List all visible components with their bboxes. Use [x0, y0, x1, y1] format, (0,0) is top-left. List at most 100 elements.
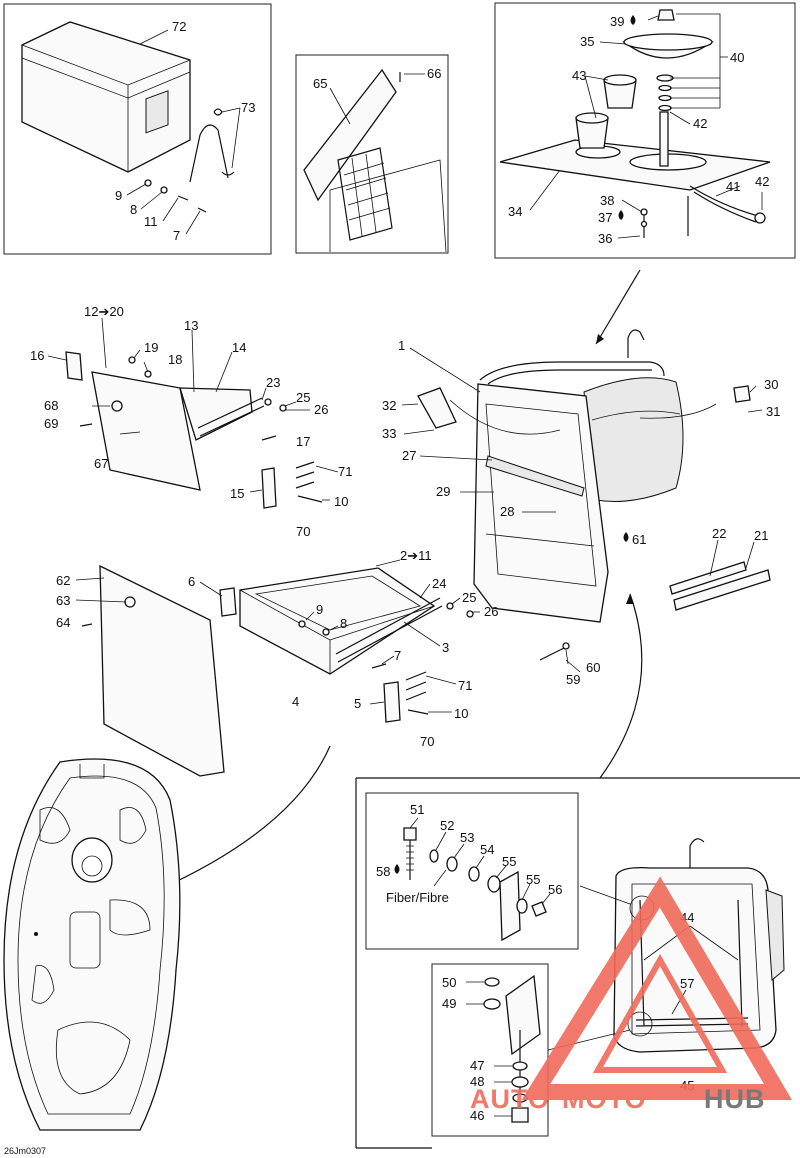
callout-66: 66	[427, 66, 441, 81]
callout-58: 58	[376, 864, 390, 879]
callout-25: 25	[462, 590, 476, 605]
callout-6: 6	[188, 574, 195, 589]
callout-42: 42	[755, 174, 769, 189]
callout-27: 27	[402, 448, 416, 463]
watermark-triangle-icon	[521, 876, 793, 1100]
callout-8: 8	[340, 616, 347, 631]
callout-9: 9	[316, 602, 323, 617]
watermark-text-auto: AUTO	[470, 1084, 550, 1114]
callout-56: 56	[548, 882, 562, 897]
callout-51: 51	[410, 802, 424, 817]
callout-54: 54	[480, 842, 494, 857]
callout-10: 10	[334, 494, 348, 509]
callout-2-11: 2➔11	[400, 548, 432, 563]
callout-62: 62	[56, 573, 70, 588]
detail-fasteners-fiber: 51 52 53 54 55 55 56 58 Fiber/Fibre	[365, 792, 579, 950]
fuel-drop-icon	[394, 864, 400, 874]
cabinet-assembly: 1 32 33 27 29 28 30 31 61 22 21 60 59	[382, 329, 780, 687]
callout-7: 7	[394, 648, 401, 663]
callout-67: 67	[94, 456, 108, 471]
callout-73: 73	[241, 100, 255, 115]
callout-28: 28	[500, 504, 514, 519]
fuel-drop-icon	[630, 15, 636, 25]
callout-21: 21	[754, 528, 768, 543]
callout-22: 22	[712, 526, 726, 541]
fiber-fibre-note: Fiber/Fibre	[386, 890, 449, 905]
callout-70: 70	[420, 734, 434, 749]
callout-49: 49	[442, 996, 456, 1011]
callout-36: 36	[598, 231, 612, 246]
callout-5: 5	[354, 696, 361, 711]
callout-42: 42	[693, 116, 707, 131]
callout-43: 43	[572, 68, 586, 83]
callout-34: 34	[508, 204, 522, 219]
callout-33: 33	[382, 426, 396, 441]
watermark-logo: AUTO MOTO HUB	[470, 876, 793, 1114]
callout-19: 19	[144, 340, 158, 355]
upper-drawer-assembly: 12➔20 13 16 19 18 14 23 25 26 17 68 69 6…	[30, 304, 352, 539]
callout-25: 25	[296, 390, 310, 405]
callout-39: 39	[610, 14, 624, 29]
callout-1: 1	[398, 338, 405, 353]
callout-31: 31	[766, 404, 780, 419]
inset-cooler: 72 73 9 8 11 7	[3, 3, 272, 255]
callout-47: 47	[470, 1058, 484, 1073]
callout-26: 26	[484, 604, 498, 619]
callout-8: 8	[130, 202, 137, 217]
callout-50: 50	[442, 975, 456, 990]
callout-12-20: 12➔20	[84, 304, 124, 319]
inset-basket: 65 66	[295, 54, 449, 254]
callout-30: 30	[764, 377, 778, 392]
diagram-code: 26Jm0307	[4, 1146, 46, 1156]
callout-41: 41	[726, 179, 740, 194]
callout-15: 15	[230, 486, 244, 501]
callout-29: 29	[436, 484, 450, 499]
callout-46: 46	[470, 1108, 484, 1123]
callout-26: 26	[314, 402, 328, 417]
callout-9: 9	[115, 188, 122, 203]
callout-61: 61	[632, 532, 646, 547]
callout-14: 14	[232, 340, 246, 355]
callout-72: 72	[172, 19, 186, 34]
callout-68: 68	[44, 398, 58, 413]
callout-11: 11	[144, 214, 158, 229]
callout-69: 69	[44, 416, 58, 431]
watermark-text-moto: MOTO	[562, 1084, 647, 1114]
fuel-drop-icon	[618, 210, 624, 220]
callout-55: 55	[526, 872, 540, 887]
callout-65: 65	[313, 76, 327, 91]
callout-38: 38	[600, 193, 614, 208]
callout-71: 71	[458, 678, 472, 693]
callout-55: 55	[502, 854, 516, 869]
callout-53: 53	[460, 830, 474, 845]
callout-17: 17	[296, 434, 310, 449]
callout-23: 23	[266, 375, 280, 390]
callout-10: 10	[454, 706, 468, 721]
callout-63: 63	[56, 593, 70, 608]
watermark-text-hub: HUB	[704, 1084, 766, 1114]
callout-13: 13	[184, 318, 198, 333]
fuel-drop-icon	[623, 532, 629, 542]
callout-57: 57	[680, 976, 694, 991]
inset-sink: 39 35 40 43 42 34 38 37 36 41 42	[494, 2, 796, 259]
callout-4: 4	[292, 694, 299, 709]
lower-drawer-assembly: 62 63 64 6 2➔11 24 25 26 9 8 3 7 4 71 5 …	[56, 548, 498, 777]
callout-16: 16	[30, 348, 44, 363]
callout-35: 35	[580, 34, 594, 49]
callout-37: 37	[598, 210, 612, 225]
callout-48: 48	[470, 1074, 484, 1089]
callout-59: 59	[566, 672, 580, 687]
callout-7: 7	[173, 228, 180, 243]
callout-60: 60	[586, 660, 600, 675]
callout-32: 32	[382, 398, 396, 413]
callout-71: 71	[338, 464, 352, 479]
callout-3: 3	[442, 640, 449, 655]
boat-deck	[3, 758, 181, 1131]
callout-18: 18	[168, 352, 182, 367]
callout-24: 24	[432, 576, 446, 591]
callout-52: 52	[440, 818, 454, 833]
callout-40: 40	[730, 50, 744, 65]
callout-70: 70	[296, 524, 310, 539]
callout-64: 64	[56, 615, 70, 630]
